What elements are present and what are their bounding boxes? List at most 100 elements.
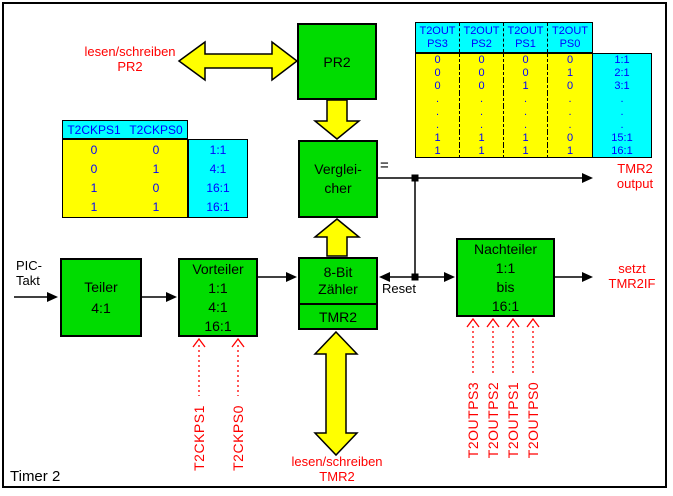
zaehler-8bit-label: 8-Bit Zähler [300, 259, 376, 305]
zaehler-tmr2-label: TMR2 [318, 308, 358, 325]
t2outps-bit-cell: 0 [504, 54, 548, 67]
t2outps1-label: T2OUTPS1 [505, 381, 521, 459]
setzt-tmr2if-arrowhead [582, 272, 593, 282]
t2outps-ratio-cell: 2:1 [614, 67, 630, 79]
t2outps-bit-cell: 1 [504, 80, 548, 93]
t2outps-bit-cell: . [568, 119, 572, 131]
tmr2-output-arrowhead [582, 173, 593, 183]
t2outps-bit-cell: 1 [566, 67, 574, 79]
t2ckps1-label: T2CKPS1 [191, 405, 207, 471]
t2ckps-ratio-column: 1:1 4:1 16:1 16:1 [188, 139, 248, 218]
t2outps-bit-cell: 0 [566, 132, 574, 144]
t2outps-bit-cell: . [460, 119, 504, 132]
t2outps-ratio-cell: . [620, 93, 624, 105]
pr2-register-box: PR2 [297, 23, 377, 100]
t2outps-bit-cell: 1 [416, 132, 460, 145]
t2outps-bit-cell: . [568, 93, 572, 105]
t2outps-bit-cell: 1 [460, 132, 504, 145]
prescaler-select-arrows [192, 317, 540, 396]
t2ckps-bit-cell: 1 [90, 181, 98, 196]
t2outps-bit-cell: . [504, 119, 548, 132]
reset-label: Reset [382, 281, 416, 296]
t2outps-bit-cell: 1 [416, 145, 460, 158]
t2outps-table-body: 0 0 0 0 0 0 0 1 0 0 1 0 . . . . . . . . … [415, 53, 593, 158]
tmr2-readwrite-arrow [313, 330, 359, 457]
t2ckps-ratio-cell: 16:1 [206, 181, 230, 196]
t2outps0-label: T2OUTPS0 [525, 381, 541, 459]
t2ckps-table-header: T2CKPS1 T2CKPS0 [62, 120, 188, 139]
zaehler-to-vergleicher-arrow [312, 218, 362, 257]
pic-takt-arrowhead [47, 292, 58, 302]
t2outps-bit-cell: 0 [460, 80, 504, 93]
t2ckps-bit-cell: 1 [90, 200, 98, 215]
t2ckps-ratio-cell: 16:1 [206, 200, 230, 215]
t2ckps-bit-cell: 0 [90, 161, 98, 176]
t2outps-bit-cell: 1 [460, 145, 504, 158]
reset-right-arrowhead [444, 272, 455, 282]
t2ckps0-arrowhead [231, 337, 245, 348]
t2outps-bit-cell: 0 [416, 80, 460, 93]
t2outps2-arrowhead [486, 317, 500, 328]
t2outps1-arrowhead [506, 317, 520, 328]
t2ckps1-arrowhead [192, 337, 206, 348]
t2outps-bit-cell: 0 [416, 54, 460, 67]
t2outps-bit-cell: 1 [566, 145, 574, 157]
tmr2-output-label: TMR2 output [616, 161, 654, 191]
t2outps-bit-cell: . [416, 119, 460, 132]
read-write-pr2-label: lesen/schreiben PR2 [84, 44, 176, 74]
t2outps-ratio-cell: 15:1 [611, 132, 633, 144]
pr2-to-vergleicher-arrow [312, 99, 362, 140]
t2outps3-label: T2OUTPS3 [465, 381, 481, 459]
t2outps-header-cell: T2OUT PS1 [504, 23, 548, 52]
t2outps-bit-cell: 0 [416, 67, 460, 80]
vorteiler-box: Vorteiler 1:1 4:1 16:1 [178, 258, 258, 337]
t2outps-bit-cell: 0 [460, 54, 504, 67]
t2ckps-ratio-cell: 4:1 [209, 161, 227, 176]
t2outps-bit-cell: . [460, 106, 504, 119]
t2outps-bit-cell: 1 [504, 145, 548, 158]
t2outps-table-header: T2OUT PS3 T2OUT PS2 T2OUT PS1 T2OUT PS0 [415, 22, 593, 53]
t2outps-ratio-cell: 1:1 [614, 54, 630, 66]
t2outps-ratio-cell: . [620, 106, 624, 118]
t2outps3-arrowhead [466, 317, 480, 328]
t2outps-bit-cell: 0 [566, 80, 574, 92]
t2outps-bit-cell: 0 [504, 67, 548, 80]
zaehler-box: 8-Bit Zähler TMR2 [298, 257, 378, 330]
teiler-box: Teiler 4:1 [60, 258, 142, 337]
t2outps-bit-cell: 1 [504, 132, 548, 145]
vorteiler-zaehler-arrowhead [286, 272, 297, 282]
t2ckps-header-cell: T2CKPS0 [129, 122, 183, 137]
t2outps-header-cell: T2OUT PS3 [416, 23, 460, 52]
t2outps-bit-cell: . [416, 106, 460, 119]
equals-sign: = [380, 157, 389, 174]
t2outps-bit-cell: . [460, 93, 504, 106]
t2outps-bit-cell: 0 [566, 54, 574, 66]
t2outps0-arrowhead [526, 317, 540, 328]
nachteiler-box: Nachteiler 1:1 bis 16:1 [456, 238, 555, 317]
diagram-title: Timer 2 [10, 468, 61, 485]
t2outps-bit-cell: . [416, 93, 460, 106]
t2outps-header-cell: T2OUT PS2 [460, 23, 504, 52]
read-write-tmr2-label: lesen/schreiben TMR2 [291, 454, 383, 484]
t2ckps-bit-cell: 1 [152, 200, 160, 215]
diagram-frame [2, 2, 667, 488]
t2outps2-label: T2OUTPS2 [485, 381, 501, 459]
t2outps-bit-cell: . [568, 106, 572, 118]
t2ckps-bit-cell: 0 [152, 142, 160, 157]
t2outps-ratio-cell: 3:1 [614, 80, 630, 92]
setzt-tmr2if-label: setzt TMR2IF [608, 261, 656, 291]
t2ckps-bit-cell: 1 [152, 161, 160, 176]
t2ckps-header-cell: T2CKPS1 [67, 122, 121, 137]
t2outps-ratio-cell: 16:1 [611, 145, 633, 157]
t2outps-bit-cell: 0 [460, 67, 504, 80]
t2ckps-table-body: 0 0 0 1 1 0 1 1 [62, 139, 188, 218]
t2ckps-ratio-cell: 1:1 [209, 142, 227, 157]
t2outps-bit-cell: . [504, 93, 548, 106]
teiler-vorteiler-arrowhead [166, 292, 177, 302]
t2outps-ratio-column: 1:1 2:1 3:1 . . . 15:1 16:1 [592, 53, 652, 158]
t2outps-ratio-cell: . [620, 119, 624, 131]
t2outps-bit-cell: . [504, 106, 548, 119]
pic-takt-label: PIC- Takt [16, 258, 42, 288]
